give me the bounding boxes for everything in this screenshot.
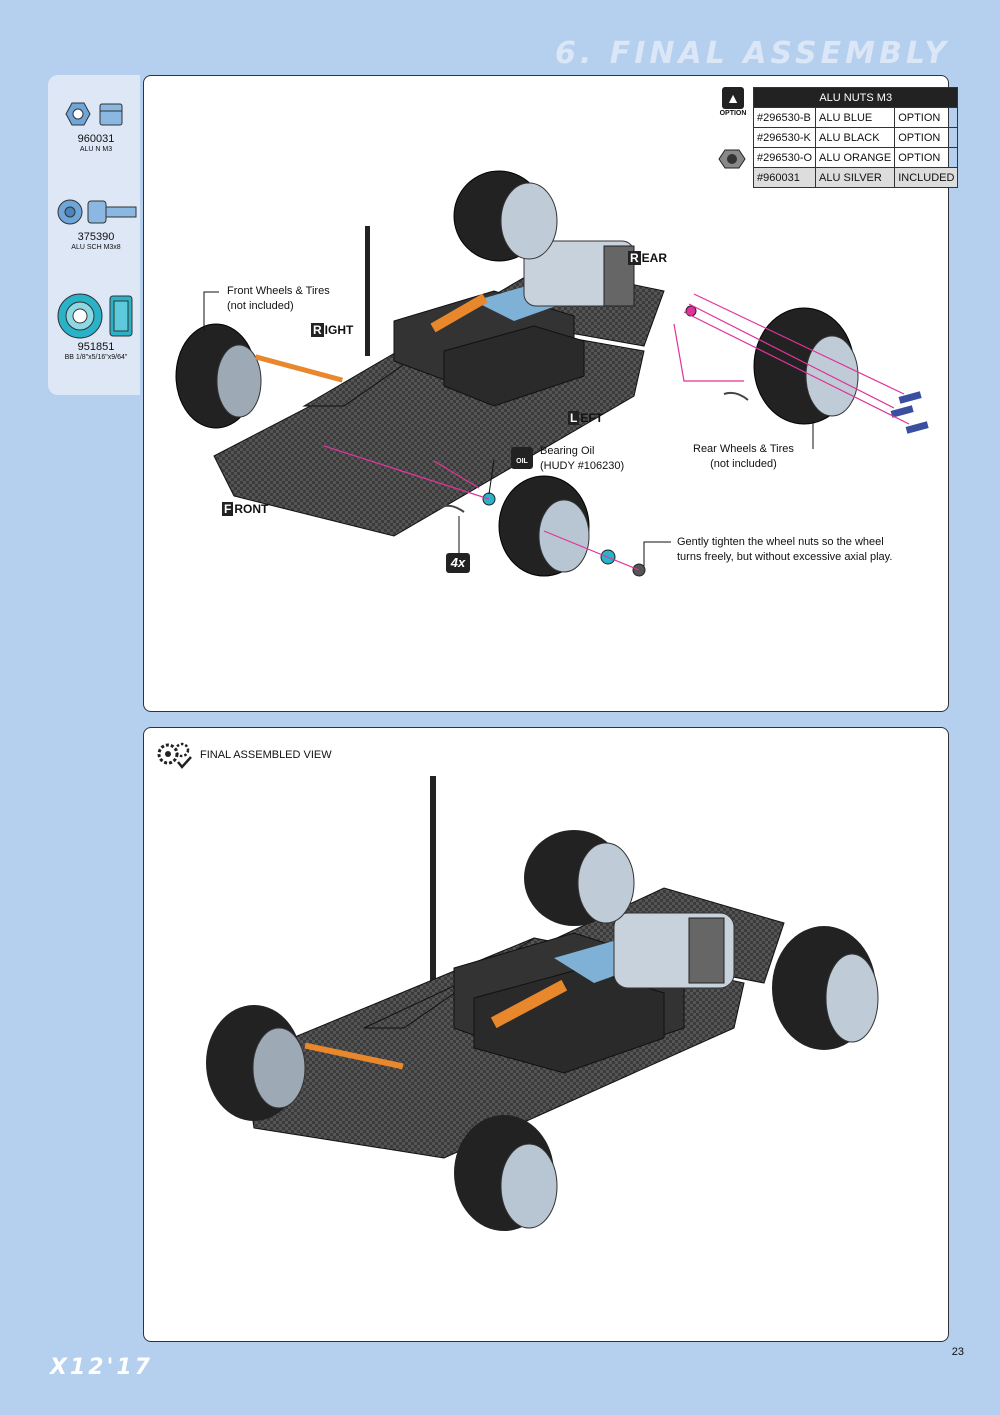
nut-icon xyxy=(65,102,123,126)
part-desc: ALU SCH M3x8 xyxy=(71,244,121,251)
section-title: 6. FINAL ASSEMBLY xyxy=(555,36,950,71)
part-item: 375390 ALU SCH M3x8 xyxy=(48,193,144,252)
parts-sidebar: 960031 ALU N M3 375390 ALU SCH M3x8 9518… xyxy=(48,75,140,395)
option-table-title: ALU NUTS M3 xyxy=(752,87,959,108)
front-wheels-label: Front Wheels & Tires(not included) xyxy=(227,285,330,312)
nut-icon xyxy=(718,149,746,169)
quantity-badge: 4x xyxy=(446,553,470,573)
part-item: 960031 ALU N M3 xyxy=(48,95,144,154)
screw-icon xyxy=(57,199,137,225)
gears-icon xyxy=(157,742,192,769)
part-desc: ALU N M3 xyxy=(79,146,113,153)
final-assembly-illustration xyxy=(206,776,879,1231)
part-item: 951851 BB 1/8"x5/16"x9/64" xyxy=(48,291,144,362)
wheel-nut-note: Gently tighten the wheel nuts so the whe… xyxy=(677,536,893,563)
brand-logo: X12'17 xyxy=(50,1355,153,1380)
part-code: 960031 xyxy=(77,133,115,145)
part-code: 375390 xyxy=(77,231,115,243)
exploded-assembly-illustration xyxy=(175,170,929,577)
oil-icon: OIL xyxy=(511,447,533,469)
final-view-panel: FINAL ASSEMBLED VIEW xyxy=(143,727,949,1342)
bearing-icon xyxy=(57,293,133,339)
page-number: 23 xyxy=(951,1346,964,1358)
option-badge: ▲ OPTION xyxy=(719,87,747,117)
rear-wheels-label: Rear Wheels & Tires(not included) xyxy=(693,443,794,470)
final-view-title: FINAL ASSEMBLED VIEW xyxy=(200,749,332,761)
bearing-oil-label: Bearing Oil(HUDY #106230) xyxy=(540,445,625,472)
thumbs-up-icon: ▲ xyxy=(722,87,744,109)
part-code: 951851 xyxy=(77,341,115,353)
part-desc: BB 1/8"x5/16"x9/64" xyxy=(64,354,128,361)
